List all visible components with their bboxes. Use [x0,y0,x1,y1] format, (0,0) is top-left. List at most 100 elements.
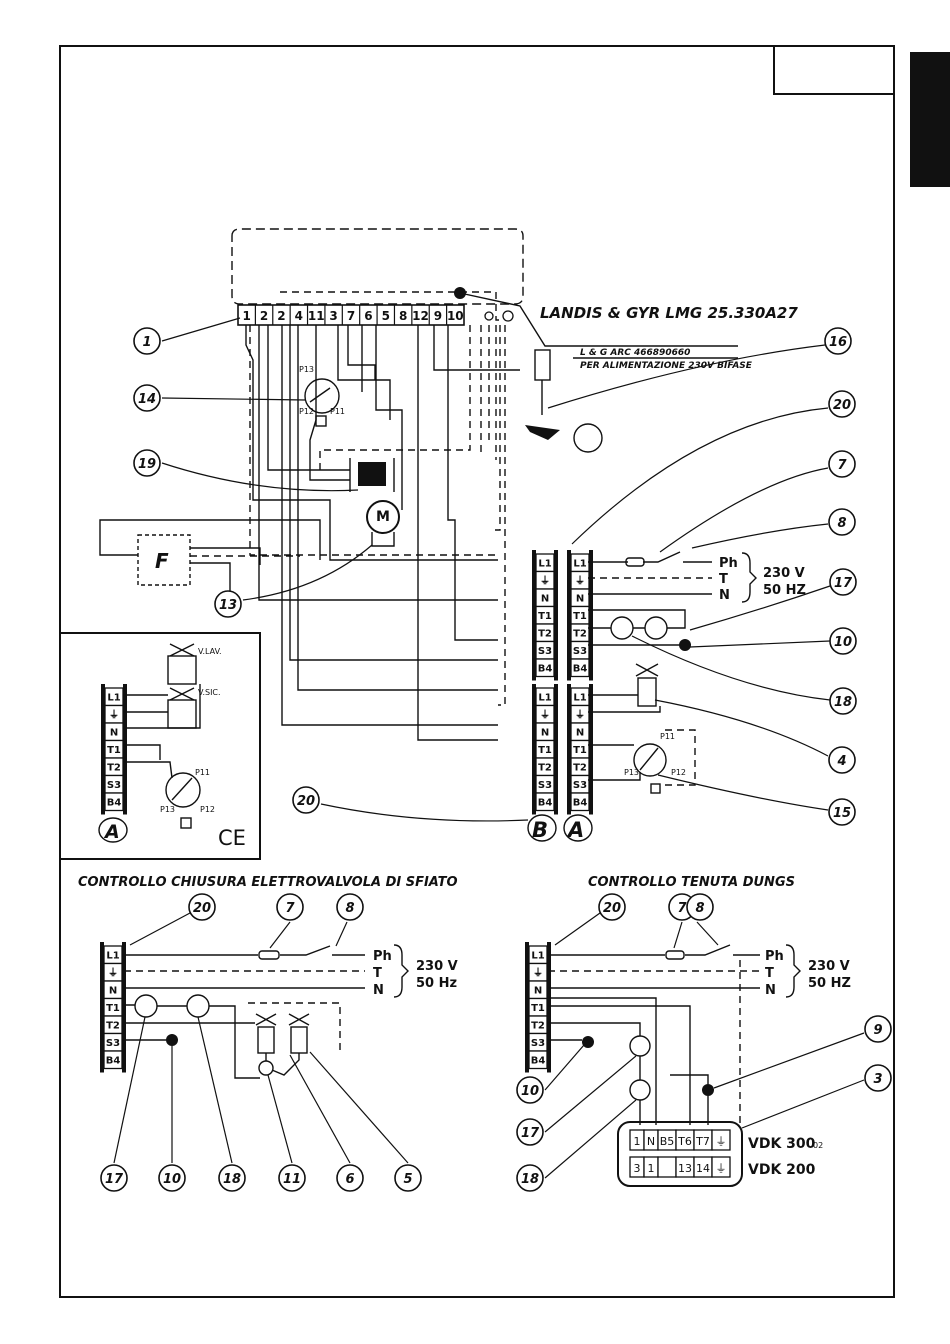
terminal-label: T1 [107,745,121,756]
svg-text:N: N [765,983,776,998]
callout-label: 13 [219,598,237,613]
callout-label: 14 [138,392,156,407]
terminal-label: ⏚ [533,967,543,979]
svg-text:Ph: Ph [719,556,738,571]
ignition-transformer [349,458,395,492]
terminal-label: L1 [531,951,544,962]
controller-note-2: PER ALIMENTAZIONE 230V BIFASE [580,361,753,371]
terminal-label: T1 [573,611,587,622]
controller-terminal: 9 [434,309,442,323]
svg-text:P13: P13 [299,365,314,374]
callout-label: 20 [603,901,621,916]
callout-label: 10 [521,1084,539,1099]
svg-text:V.LAV.: V.LAV. [198,647,222,656]
terminal-label: B4 [573,798,588,809]
callout-label: 16 [829,335,847,350]
svg-text:B: B [532,818,548,842]
callout-label: 19 [138,457,156,472]
terminal-label: B4 [106,1056,121,1067]
terminal-label: ⏚ [540,709,550,721]
terminal-label: L1 [106,951,119,962]
controller-terminal: 11 [308,309,325,323]
controller-terminal: 10 [447,309,464,323]
svg-text:P11: P11 [330,407,345,416]
svg-text:P12: P12 [299,407,314,416]
callout-label: 7 [285,901,295,916]
callout-label: 1 [142,335,151,350]
callout-label: 6 [345,1172,354,1187]
vdk-terminal: 14 [696,1162,710,1175]
controller-terminal: 12 [412,309,429,323]
terminal-label: S3 [573,646,587,657]
terminal-label: N [576,594,584,605]
terminal-label: S3 [106,1038,120,1049]
callout-label: 17 [521,1126,540,1141]
callout-label: 18 [834,695,852,710]
svg-text:N: N [373,983,384,998]
terminal-label: L1 [107,693,120,704]
callout-label: 8 [695,901,704,916]
controller-terminal: 2 [277,309,285,323]
strip-letters: B A [527,814,593,842]
terminal-label: T2 [531,1021,545,1032]
terminal-label: N [576,728,584,739]
terminal-label: S3 [538,780,552,791]
callout-label: 10 [163,1172,181,1187]
terminal-label: T1 [531,1003,545,1014]
callout-label: 8 [837,516,846,531]
pressure-switch-14: P13 P12 P11 [299,365,345,427]
callout-label: 18 [223,1172,241,1187]
terminal-label: L1 [573,559,586,570]
supply-lines-main: Ph T N 230 V 50 HZ [588,551,806,651]
vdk-300-label: VDK 300 [748,1136,816,1152]
callout-label: 10 [834,635,852,650]
terminal-label: B4 [538,664,553,675]
controller-terminal: 2 [260,309,268,323]
callout-label: 9 [873,1023,882,1038]
terminal-label: B4 [531,1056,546,1067]
left-section-title: CONTROLLO CHIUSURA ELETTROVALVOLA DI SFI… [78,875,458,890]
terminal-label: T2 [107,763,121,774]
terminal-label: B4 [573,664,588,675]
svg-text:P11: P11 [660,732,675,741]
terminal-label: L1 [538,559,551,570]
terminal-label: ⏚ [540,575,550,587]
terminal-label: T2 [573,629,587,640]
svg-text:N: N [719,588,730,603]
controller-terminal: 7 [347,309,355,323]
callout-label: 11 [283,1172,301,1187]
valve-and-pressostat-lower: P11 P13 P12 [588,663,696,794]
terminal-label: ⏚ [575,709,585,721]
controller-wiring [245,291,520,741]
callout-label: 7 [677,901,687,916]
svg-text:T: T [719,572,728,587]
terminal-label: T2 [573,763,587,774]
svg-text:V.SIC.: V.SIC. [198,688,221,697]
terminal-label: L1 [573,693,586,704]
terminal-label: S3 [538,646,552,657]
motor: M [366,500,400,547]
ignition-electrode [525,349,603,453]
svg-text:230 V: 230 V [416,959,458,974]
filter-label: F [155,549,169,573]
callout-label: 20 [297,794,315,809]
terminal-label: B4 [538,798,553,809]
controller-terminal: 4 [295,309,303,323]
callout-label: 20 [193,901,211,916]
motor-label: M [376,509,390,525]
svg-text:50 Hz: 50 Hz [416,976,457,991]
terminal-label: N [109,986,117,997]
terminal-label: ⏚ [109,709,119,721]
terminal-label: T2 [538,763,552,774]
svg-text:T: T [765,966,774,981]
page-number-box [773,45,895,95]
terminal-label: S3 [107,780,121,791]
